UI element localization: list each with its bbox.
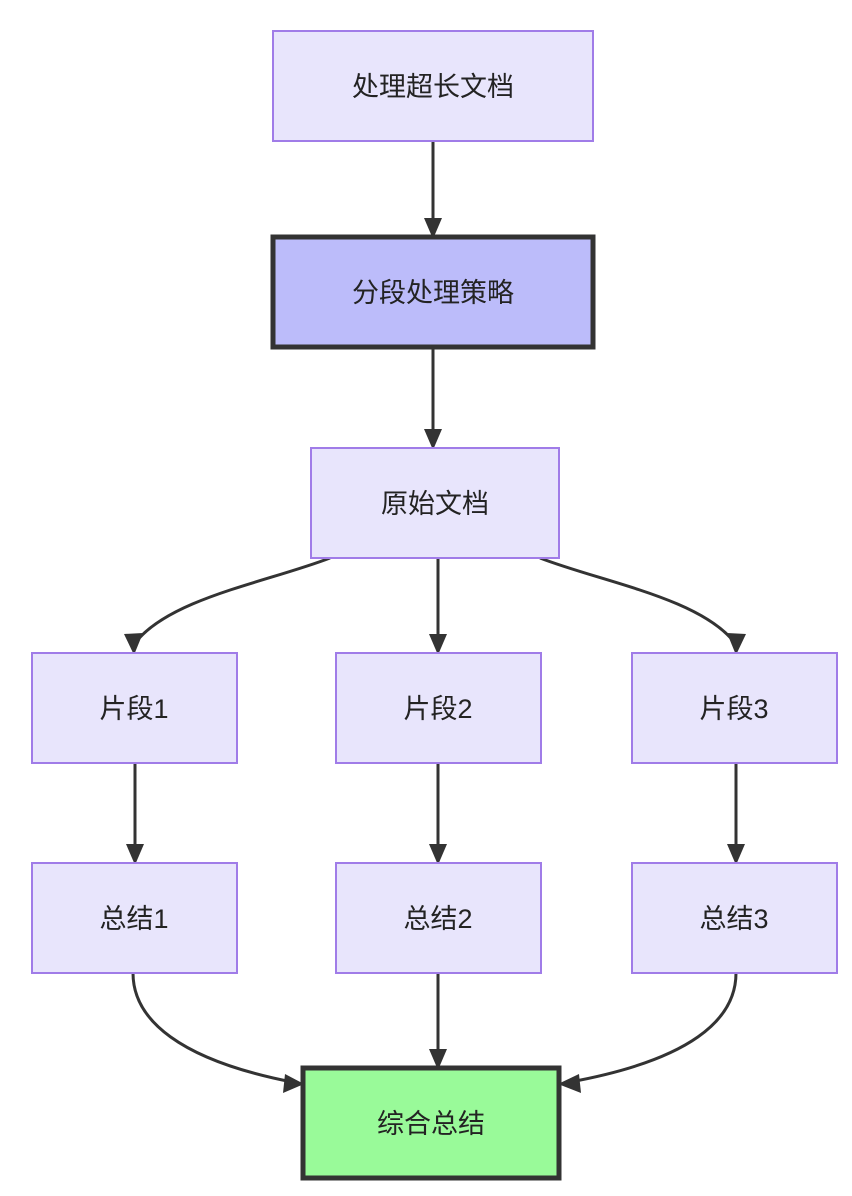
edge-source-doc-to-fragment-3 [539,556,746,655]
node-label: 处理超长文档 [352,72,514,102]
arrow-head-icon [424,429,442,450]
node-fragment-3[interactable]: 片段3 [631,652,838,764]
node-label: 原始文档 [381,489,489,519]
node-box[interactable] [335,652,542,764]
arrow-head-icon [424,218,442,239]
edge-summary-3-to-final-summary [558,972,738,1093]
arrow-head-icon [429,1049,447,1070]
node-box[interactable] [335,862,542,974]
arrow-head-icon [283,1074,304,1093]
arrow-head-icon [124,633,143,655]
edge-path [131,972,293,1084]
arrow-head-icon [727,844,745,865]
node-box[interactable] [272,30,594,142]
node-fragment-1[interactable]: 片段1 [31,652,238,764]
node-chunk-strategy[interactable]: 分段处理策略 [270,234,596,350]
edge-summary-2-to-final-summary [429,973,447,1070]
node-label: 片段2 [403,694,472,724]
node-label: 总结2 [403,904,472,934]
node-summary-1[interactable]: 总结1 [31,862,238,974]
edge-long-doc-to-chunk-strategy [424,141,442,239]
edge-chunk-strategy-to-source-doc [424,347,442,450]
node-fragment-2[interactable]: 片段2 [335,652,542,764]
arrow-head-icon [126,844,144,865]
edge-summary-1-to-final-summary [131,972,304,1093]
node-box[interactable] [270,234,596,350]
edge-fragment-2-to-summary-2 [429,763,447,865]
arrow-head-icon [727,633,746,655]
arrow-head-icon [558,1074,581,1093]
edge-fragment-1-to-summary-1 [126,763,144,865]
edge-fragment-3-to-summary-3 [727,763,745,865]
node-summary-2[interactable]: 总结2 [335,862,542,974]
arrow-head-icon [429,634,447,655]
edge-source-doc-to-fragment-1 [124,556,331,655]
node-box[interactable] [31,862,238,974]
edges-layer [124,141,746,1093]
node-long-doc[interactable]: 处理超长文档 [272,30,594,142]
node-box[interactable] [631,862,838,974]
node-label: 总结1 [99,904,168,934]
edge-path [569,972,738,1084]
node-summary-3[interactable]: 总结3 [631,862,838,974]
nodes-layer: 处理超长文档 分段处理策略 原始文档 片段1 片段2 片段3 [31,30,838,1181]
node-label: 总结3 [699,904,768,934]
edge-source-doc-to-fragment-2 [429,558,447,655]
node-box[interactable] [310,447,560,559]
node-label: 综合总结 [377,1109,485,1139]
node-final-summary[interactable]: 综合总结 [300,1065,562,1181]
node-label: 片段1 [99,694,168,724]
edge-path [539,556,737,644]
arrow-head-icon [429,844,447,865]
edge-path [133,556,331,644]
node-box[interactable] [631,652,838,764]
node-box[interactable] [31,652,238,764]
node-source-doc[interactable]: 原始文档 [310,447,560,559]
node-label: 片段3 [699,694,768,724]
node-box[interactable] [300,1065,562,1181]
node-label: 分段处理策略 [352,278,514,308]
